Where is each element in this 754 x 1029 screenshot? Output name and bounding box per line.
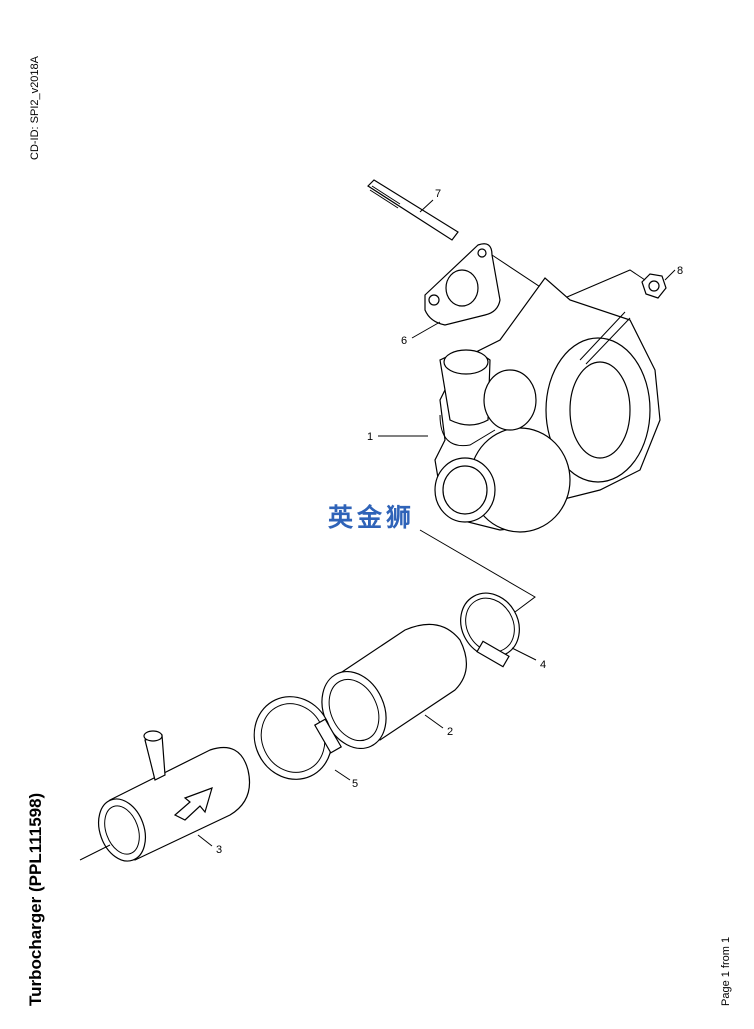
callout-7: 7	[435, 188, 441, 200]
callout-2: 2	[447, 726, 453, 738]
part-7-stud	[367, 179, 459, 241]
part-5-clamp	[253, 696, 351, 781]
part-3-intake-pipe	[79, 730, 251, 862]
watermark: 英金狮	[328, 503, 416, 532]
callout-5: 5	[352, 778, 358, 790]
part-6-gasket	[411, 243, 501, 339]
part-4-clamp	[419, 529, 537, 668]
flow-arrow-icon	[173, 787, 213, 821]
callout-4: 4	[540, 659, 546, 671]
callout-6: 6	[401, 335, 407, 347]
part-2-hose	[321, 623, 467, 750]
callout-8: 8	[677, 265, 683, 277]
part-1-turbocharger	[378, 277, 661, 533]
part-8-nut	[491, 254, 676, 301]
callout-1: 1	[367, 431, 373, 443]
callout-3: 3	[216, 844, 222, 856]
